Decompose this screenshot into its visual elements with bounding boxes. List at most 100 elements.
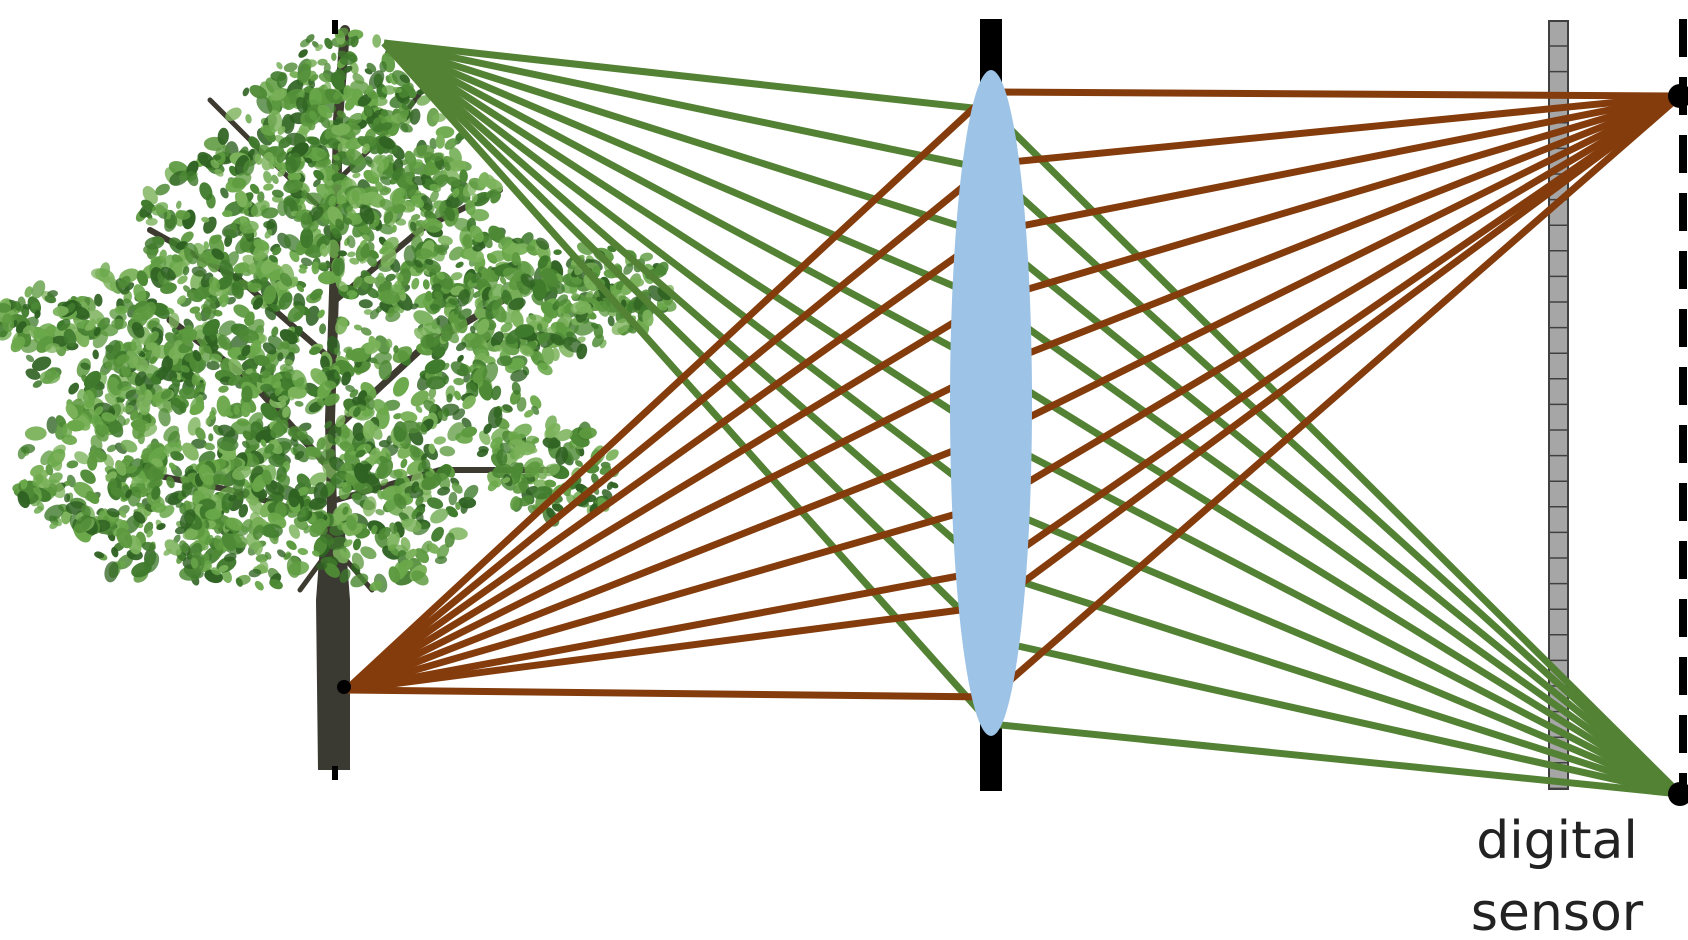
leaf-cluster xyxy=(443,161,451,172)
leaf-cluster xyxy=(401,518,422,533)
leaf-cluster xyxy=(278,136,293,149)
leaf-cluster xyxy=(627,327,637,334)
leaf-cluster xyxy=(425,222,442,233)
leaf-cluster xyxy=(364,340,381,355)
leaf-cluster xyxy=(356,192,375,205)
leaf-cluster xyxy=(264,443,275,454)
leaf-cluster xyxy=(409,444,421,458)
leaf-cluster xyxy=(404,150,417,167)
leaf-cluster xyxy=(429,183,441,193)
leaf-cluster xyxy=(111,318,128,330)
leaf-cluster xyxy=(32,326,49,341)
leaf-cluster xyxy=(424,359,446,375)
leaf-cluster xyxy=(411,176,426,186)
leaf-cluster xyxy=(294,400,304,407)
leaf-cluster xyxy=(191,438,207,449)
leaf-cluster xyxy=(181,482,199,496)
leaf-cluster xyxy=(386,338,393,349)
leaf-cluster xyxy=(335,414,346,428)
leaf-cluster xyxy=(433,436,447,445)
leaf-cluster xyxy=(233,304,251,318)
leaf-cluster xyxy=(450,272,463,281)
leaf-cluster xyxy=(536,323,543,332)
leaf-cluster xyxy=(50,367,57,376)
leaf-cluster xyxy=(480,268,499,283)
leaf-cluster xyxy=(431,526,445,542)
leaf-cluster xyxy=(537,255,549,269)
leaf-cluster xyxy=(425,376,446,390)
leaf-cluster xyxy=(354,482,373,495)
leaf-cluster xyxy=(373,398,389,416)
leaf-cluster xyxy=(44,295,57,304)
leaf-cluster xyxy=(278,292,293,310)
leaf-cluster xyxy=(377,272,385,285)
leaf-cluster xyxy=(578,427,597,439)
leaf-cluster xyxy=(320,115,331,129)
leaf-cluster xyxy=(52,452,64,463)
leaf-cluster xyxy=(179,540,189,554)
leaf-cluster xyxy=(359,135,377,148)
leaf-cluster xyxy=(66,460,79,469)
leaf-cluster xyxy=(196,251,212,269)
leaf-cluster xyxy=(150,502,167,513)
leaf-cluster xyxy=(368,70,385,90)
leaf-cluster xyxy=(388,566,401,583)
leaf-cluster xyxy=(156,523,166,531)
leaf-cluster xyxy=(379,61,387,73)
leaf-cluster xyxy=(337,250,347,257)
leaf-cluster xyxy=(131,561,152,578)
leaf-cluster xyxy=(118,275,131,289)
leaf-cluster xyxy=(536,237,550,250)
leaf-cluster xyxy=(341,371,352,386)
leaf-cluster xyxy=(168,312,180,329)
leaf-cluster xyxy=(479,430,491,446)
leaf-cluster xyxy=(400,458,408,469)
leaf-cluster xyxy=(253,541,263,556)
leaf-cluster xyxy=(483,235,493,249)
leaf-cluster xyxy=(241,440,251,449)
leaf-cluster xyxy=(140,453,150,460)
leaf-cluster xyxy=(456,342,467,352)
leaf-cluster xyxy=(260,383,274,393)
leaf-cluster xyxy=(135,364,146,372)
leaf-cluster xyxy=(409,108,421,125)
leaf-cluster xyxy=(31,356,52,371)
leaf-cluster xyxy=(516,397,527,412)
leaf-cluster xyxy=(332,118,342,126)
leaf-cluster xyxy=(385,273,396,282)
leaf-cluster xyxy=(353,324,363,331)
leaf-cluster xyxy=(414,259,423,268)
leaf-cluster xyxy=(206,361,220,371)
leaf-cluster xyxy=(360,241,375,259)
leaf-cluster xyxy=(228,358,243,376)
leaf-cluster xyxy=(323,393,340,407)
leaf-cluster xyxy=(198,464,215,486)
leaf-cluster xyxy=(81,504,91,518)
leaf-cluster xyxy=(216,395,231,417)
leaf-cluster xyxy=(272,246,282,256)
leaf-cluster xyxy=(333,370,340,380)
leaf-cluster xyxy=(532,279,547,301)
leaf-cluster xyxy=(308,497,328,510)
leaf-cluster xyxy=(487,406,503,429)
leaf-cluster xyxy=(261,152,275,171)
leaf-cluster xyxy=(272,495,284,503)
leaf-cluster xyxy=(146,331,159,343)
leaf-cluster xyxy=(134,370,147,387)
leaf-cluster xyxy=(245,114,252,124)
leaf-cluster xyxy=(277,169,286,177)
leaf-cluster xyxy=(285,152,302,174)
leaf-cluster xyxy=(269,579,283,590)
leaf-cluster xyxy=(378,360,392,381)
leaf-cluster xyxy=(435,271,445,280)
leaf-cluster xyxy=(483,423,493,434)
leaf-cluster xyxy=(508,439,526,451)
leaf-cluster xyxy=(267,109,283,132)
leaf-cluster xyxy=(268,454,288,468)
leaf-cluster xyxy=(502,267,523,282)
leaf-cluster xyxy=(493,344,504,352)
leaf-cluster xyxy=(0,302,11,313)
leaf-cluster xyxy=(114,460,127,476)
leaf-cluster xyxy=(398,82,414,98)
leaf-cluster xyxy=(429,190,439,203)
